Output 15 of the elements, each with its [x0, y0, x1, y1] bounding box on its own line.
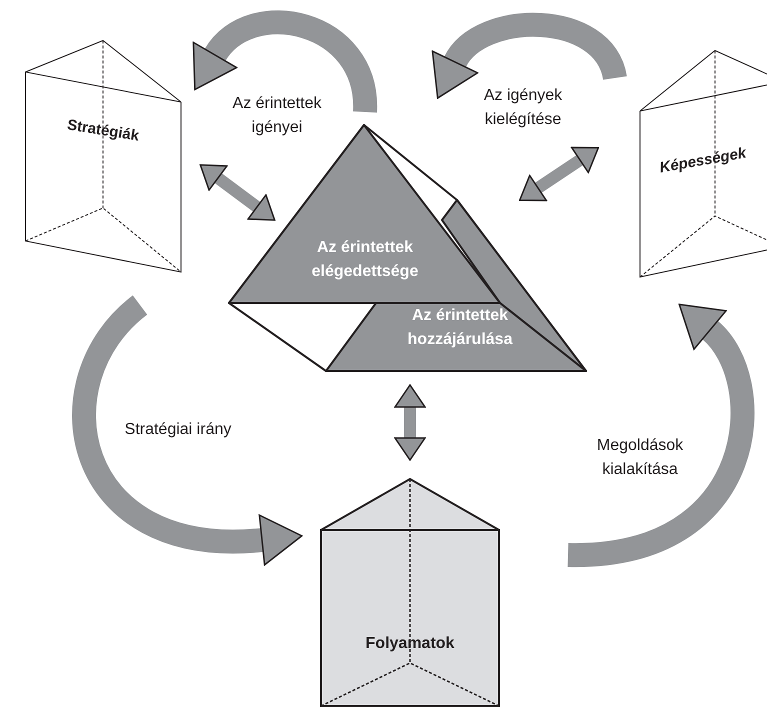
double-arrow [394, 384, 426, 461]
double-arrow [200, 164, 276, 221]
pyramid-label: Az érintettek hozzájárulása [406, 306, 514, 350]
edge-label: Megoldások kialakítása [596, 436, 684, 480]
pyramid-label: Az érintettek elégedettsége [310, 238, 420, 282]
curved-arrow [190, 10, 377, 113]
prism-label: Stratégiák [64, 115, 142, 147]
edge-label: Stratégiai irány [124, 420, 232, 440]
edge-label: Az igények kielégítése [482, 86, 564, 130]
prism-label: Folyamatok [364, 634, 456, 654]
prism-label: Képességek [657, 144, 748, 178]
curved-arrow [72, 296, 303, 566]
double-arrow [518, 146, 600, 202]
curved-arrow [432, 13, 626, 96]
edge-label: Az érintettek igényei [232, 94, 322, 138]
